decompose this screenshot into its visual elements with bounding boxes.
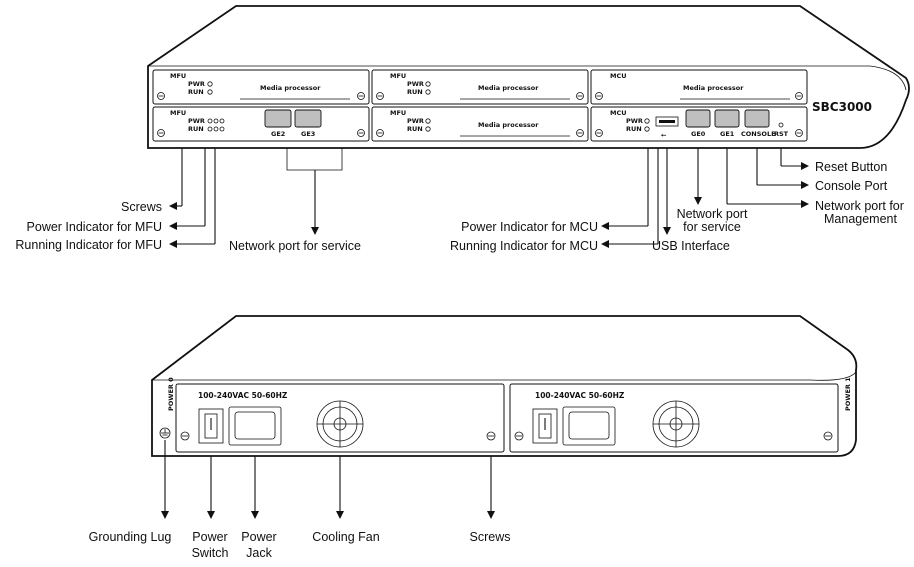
slot-name: Media processor bbox=[478, 84, 539, 92]
slot-name: Media processor bbox=[260, 84, 321, 92]
callout-running-indicator-mcu: Running Indicator for MCU bbox=[450, 239, 598, 253]
callout-power-switch: Power bbox=[192, 530, 227, 544]
run-label: RUN bbox=[407, 125, 423, 133]
power-1-label: POWER 1 bbox=[844, 377, 852, 411]
callout-usb-interface: USB Interface bbox=[652, 239, 730, 253]
port-label: GE2 bbox=[271, 130, 285, 138]
power-switch-icon bbox=[198, 408, 558, 444]
pwr-label: PWR bbox=[407, 80, 424, 88]
callout-grounding-lug: Grounding Lug bbox=[89, 530, 172, 544]
callout-network-port-management: Management bbox=[824, 212, 897, 226]
callout-network-port-service-mcu: for service bbox=[683, 220, 741, 234]
cooling-fan-icon bbox=[316, 400, 700, 448]
callout-screws-rear: Screws bbox=[470, 530, 511, 544]
screw-icon bbox=[180, 431, 833, 441]
port-label: CONSOLE bbox=[741, 130, 776, 138]
callout-power-indicator-mcu: Power Indicator for MCU bbox=[461, 220, 598, 234]
callout-cooling-fan: Cooling Fan bbox=[312, 530, 379, 544]
port-label: GE1 bbox=[720, 130, 735, 138]
power-0-label: POWER 0 bbox=[167, 377, 175, 411]
slot-type: MFU bbox=[170, 72, 186, 80]
ethernet-port-icon bbox=[685, 109, 711, 128]
slot-card bbox=[152, 69, 370, 105]
svg-text:⭠: ⭠ bbox=[661, 131, 667, 139]
slot-name: Media processor bbox=[478, 121, 539, 129]
callout-power-switch: Switch bbox=[192, 546, 229, 560]
port-label: RST bbox=[774, 130, 789, 138]
callout-running-indicator-mfu: Running Indicator for MFU bbox=[15, 238, 162, 252]
slot-type: MFU bbox=[390, 109, 406, 117]
callout-reset-button: Reset Button bbox=[815, 160, 887, 174]
callout-screws: Screws bbox=[121, 200, 162, 214]
ethernet-port-icon bbox=[294, 109, 322, 128]
slot-type: MCU bbox=[610, 72, 627, 80]
run-label: RUN bbox=[626, 125, 642, 133]
console-port-icon bbox=[744, 109, 770, 128]
slot-name: Media processor bbox=[683, 84, 744, 92]
run-label: RUN bbox=[188, 88, 204, 96]
ethernet-port-icon bbox=[714, 109, 740, 128]
run-label: RUN bbox=[407, 88, 423, 96]
slot-card bbox=[371, 106, 589, 142]
slot-card bbox=[371, 69, 589, 105]
psu-rating: 100-240VAC 50-60HZ bbox=[535, 391, 625, 400]
slot-card bbox=[590, 69, 808, 105]
callout-network-port-service: Network port for service bbox=[229, 239, 361, 253]
slot-type: MFU bbox=[170, 109, 186, 117]
slot-type: MFU bbox=[390, 72, 406, 80]
callout-network-port-management: Network port for bbox=[815, 199, 904, 213]
port-label: GE0 bbox=[691, 130, 706, 138]
power-jack-icon bbox=[228, 406, 616, 446]
usb-port-icon bbox=[655, 116, 679, 127]
pwr-label: PWR bbox=[188, 117, 205, 125]
screw-icon bbox=[157, 92, 803, 137]
callout-power-indicator-mfu: Power Indicator for MFU bbox=[27, 220, 162, 234]
callout-console-port: Console Port bbox=[815, 179, 888, 193]
ethernet-port-icon bbox=[264, 109, 292, 128]
psu-rating: 100-240VAC 50-60HZ bbox=[198, 391, 288, 400]
rear-view: 100-240VAC 50-60HZ 100-240VAC 50-60HZ PO… bbox=[89, 315, 858, 560]
pwr-label: PWR bbox=[626, 117, 643, 125]
slot-type: MCU bbox=[610, 109, 627, 117]
pwr-label: PWR bbox=[407, 117, 424, 125]
callout-power-jack: Jack bbox=[246, 546, 272, 560]
run-label: RUN bbox=[188, 125, 204, 133]
model-name: SBC3000 bbox=[812, 100, 872, 114]
pwr-label: PWR bbox=[188, 80, 205, 88]
port-label: GE3 bbox=[301, 130, 315, 138]
callout-power-jack: Power bbox=[241, 530, 276, 544]
callout-network-port-service-mcu: Network port bbox=[677, 207, 748, 221]
front-view: MFU PWR RUN Media processor MFU PWR RUN … bbox=[15, 5, 910, 253]
ground-icon bbox=[159, 427, 171, 439]
